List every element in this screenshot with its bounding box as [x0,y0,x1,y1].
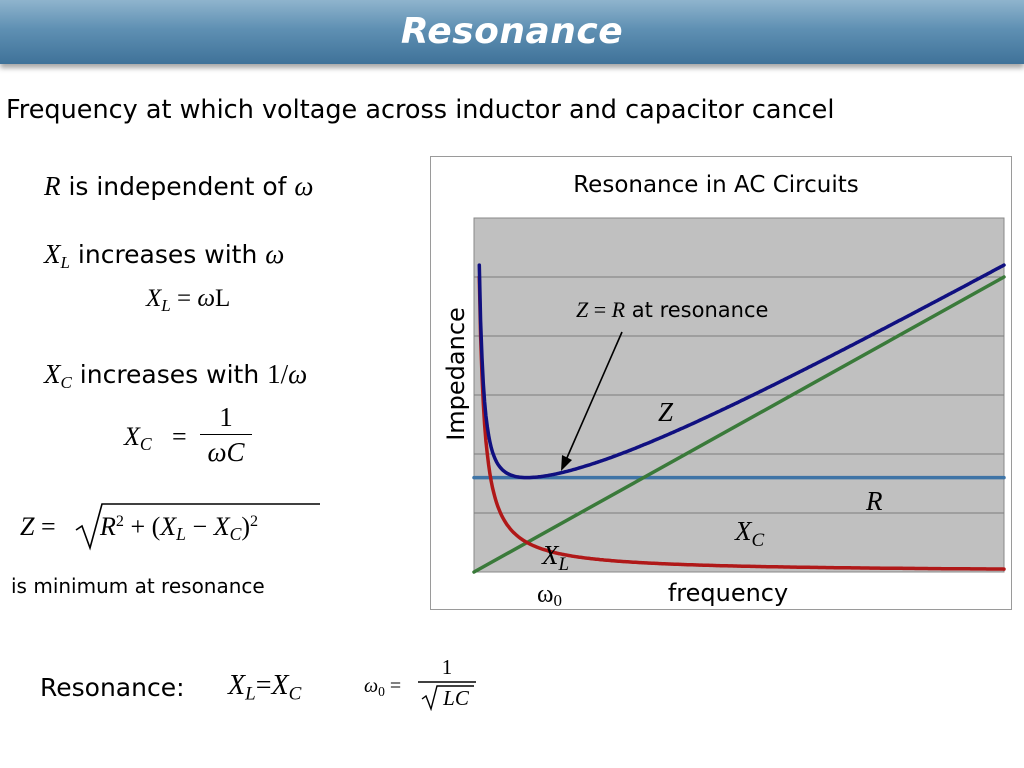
xc-formula-eq: = [172,422,187,451]
xl-subscript: L [176,523,187,544]
equals-sign: = [255,670,272,701]
xl-formula-sub: L [161,295,171,315]
xc-symbol: X [44,359,61,389]
omega-symbol: ω [207,437,227,467]
xc-symbol: X [213,512,230,541]
series-label-inductive: XL [541,540,569,575]
series-label-capacitive: XC [734,516,765,551]
xc-numerator: 1 [219,402,233,432]
z-formula-lhs: Z = [20,512,56,542]
xl-symbol: X [44,239,61,269]
annotation-arrow-head [561,455,572,471]
omega-symbol: ω [294,171,314,201]
square-exponent: 2 [250,513,259,531]
xl-formula-rhs: L [215,285,231,312]
equals-sign: = [588,297,611,322]
xc-subscript: C [288,683,302,705]
z-formula-eq: = [40,512,56,541]
xc-line: XC increases with 1/ω [44,359,307,393]
xl-subscript: L [245,683,256,705]
xl-formula-lhs: X [146,285,162,312]
omega0-subscript: 0 [553,591,562,610]
slide-title: Resonance [400,11,624,52]
xl-formula: XL = ωL [146,285,230,316]
series-label-total: Z [658,397,674,427]
omega0-denominator: LC [418,681,476,711]
c-symbol: C [226,437,245,467]
resonance-chart: Resonance in AC Circuits Impedance frequ… [442,172,1006,610]
xc-formula-sub: C [139,433,152,454]
xl-line-text: increases with [69,240,266,269]
omega-symbol: ω [537,581,553,608]
xl-subscript: L [60,252,70,272]
sqrt-sign: LC [418,681,476,711]
title-bar: Resonance [0,0,1024,64]
annotation-arrow-line [565,331,623,461]
omega-symbol: ω [265,239,285,269]
omega0-numerator: 1 [441,655,453,679]
omega0-fraction: 1 LC [418,654,476,711]
slide-subtitle: Frequency at which voltage across induct… [6,95,835,125]
r-exponent: 2 [115,513,124,531]
equals-sign: = [389,675,402,697]
xc-line-text: increases with [71,360,268,389]
chart-title: Resonance in AC Circuits [573,172,859,198]
annotation-caption: at resonance [625,298,768,322]
omega-symbol: ω [364,675,379,697]
minus-sign: − [186,512,214,541]
r-symbol: R [611,297,626,322]
xc-denominator: ωC [200,434,252,469]
series-line-capacitive [477,275,1006,571]
omega-symbol: ω [288,359,308,389]
plus-paren: + ( [123,512,161,541]
xc-subscript: C [60,372,72,392]
z-symbol: Z [20,512,35,541]
y-axis-label: Impedance [442,307,470,441]
xl-symbol: X [228,670,246,701]
r-symbol: R [100,512,116,541]
resonance-label: Resonance: [40,673,185,702]
xc-symbol: X [271,670,289,701]
resonance-condition: XL=XC [228,670,301,705]
annotation-text: Z = R at resonance [576,297,768,322]
xl-line: XL increases with ω [44,239,284,273]
omega0-subscript: 0 [378,683,385,699]
xl-symbol: X [160,512,177,541]
omega-symbol: ω [197,285,216,312]
series-label-constant: R [865,486,883,516]
xc-formula-lhs: XC [124,422,152,455]
z-symbol: Z [576,297,589,322]
r-line-text: is independent of [60,172,295,201]
z-formula-radicand: R2 + (XL − XC)2 [100,512,258,545]
omega0-marker: ω0 [537,581,562,610]
close-paren: ) [241,512,251,541]
sqrt-sign [75,503,320,551]
xc-subscript: C [229,523,242,544]
r-independent-line: R is independent of ω [44,171,313,202]
resonance-annotation: Z = R at resonance [561,297,768,471]
z-minimum-note: is minimum at resonance [11,574,265,598]
omega0-lhs: ω0 = [364,675,401,700]
x-axis-label: frequency [668,579,788,607]
series-line-inductive [472,275,1006,574]
lc-text: LC [442,686,470,710]
one-over: 1/ [267,359,289,389]
r-symbol: R [44,171,61,201]
series-line-total [477,263,1006,480]
xc-formula-x: X [124,422,140,451]
xl-formula-eq: = [170,285,198,312]
xc-fraction: 1 ωC [200,400,252,469]
